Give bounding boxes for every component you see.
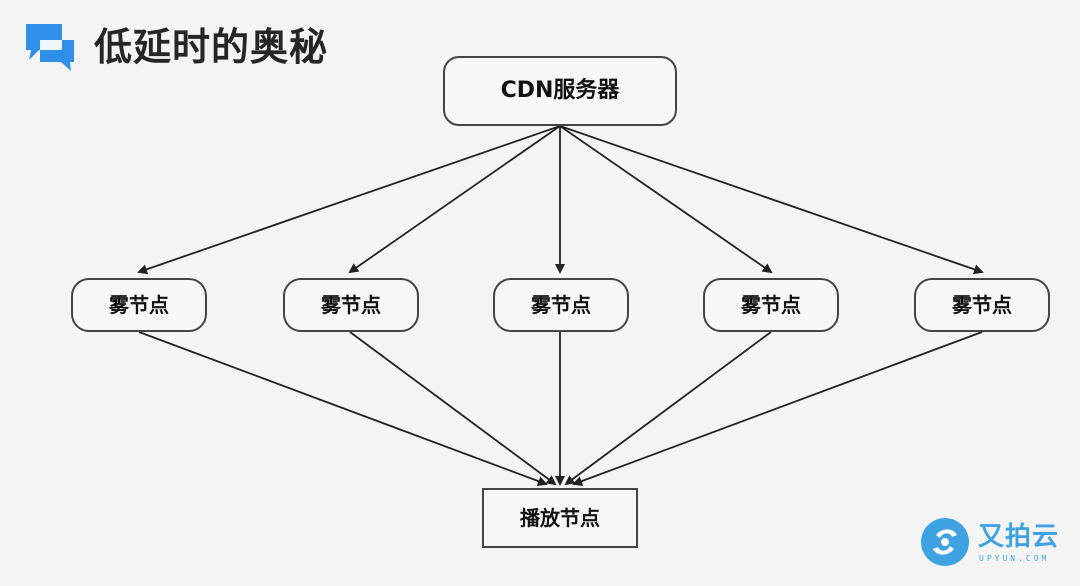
fog-node-label: 雾节点 (531, 293, 591, 317)
fog-node: 雾节点 (71, 278, 207, 332)
fog-node-label: 雾节点 (952, 293, 1012, 317)
arrow-fog-5-to-playback (572, 331, 983, 486)
fog-node: 雾节点 (283, 278, 419, 332)
playback-node: 播放节点 (482, 488, 638, 548)
arrow-server-to-fog-4 (559, 125, 773, 274)
arrow-fog-4-to-playback (564, 331, 772, 486)
arrow-fog-1-to-playback (138, 331, 548, 486)
playback-node-label: 播放节点 (520, 506, 600, 530)
fog-node-label: 雾节点 (321, 293, 381, 317)
fog-node: 雾节点 (493, 278, 629, 332)
arrow-fog-2-to-playback (349, 331, 557, 486)
cdn-server-label: CDN服务器 (500, 78, 620, 103)
chat-bubbles-icon (26, 24, 74, 71)
arrow-server-to-fog-2 (348, 125, 561, 274)
fog-node: 雾节点 (703, 278, 839, 332)
brand-domain: UPYUN.COM (979, 554, 1050, 563)
fog-node: 雾节点 (914, 278, 1050, 332)
brand-name: 又拍云 (978, 522, 1060, 552)
arrow-server-to-fog-1 (137, 125, 561, 275)
slide-header: 低延时的奥秘 (24, 22, 328, 72)
brand-watermark: 又拍云 UPYUN.COM (920, 517, 1068, 573)
arrow-server-to-fog-5 (559, 125, 984, 275)
upyun-logo-icon (921, 518, 969, 566)
cdn-server-node: CDN服务器 (443, 56, 677, 126)
page-title: 低延时的奥秘 (94, 25, 329, 69)
fog-node-label: 雾节点 (741, 293, 801, 317)
fog-node-label: 雾节点 (109, 293, 169, 317)
